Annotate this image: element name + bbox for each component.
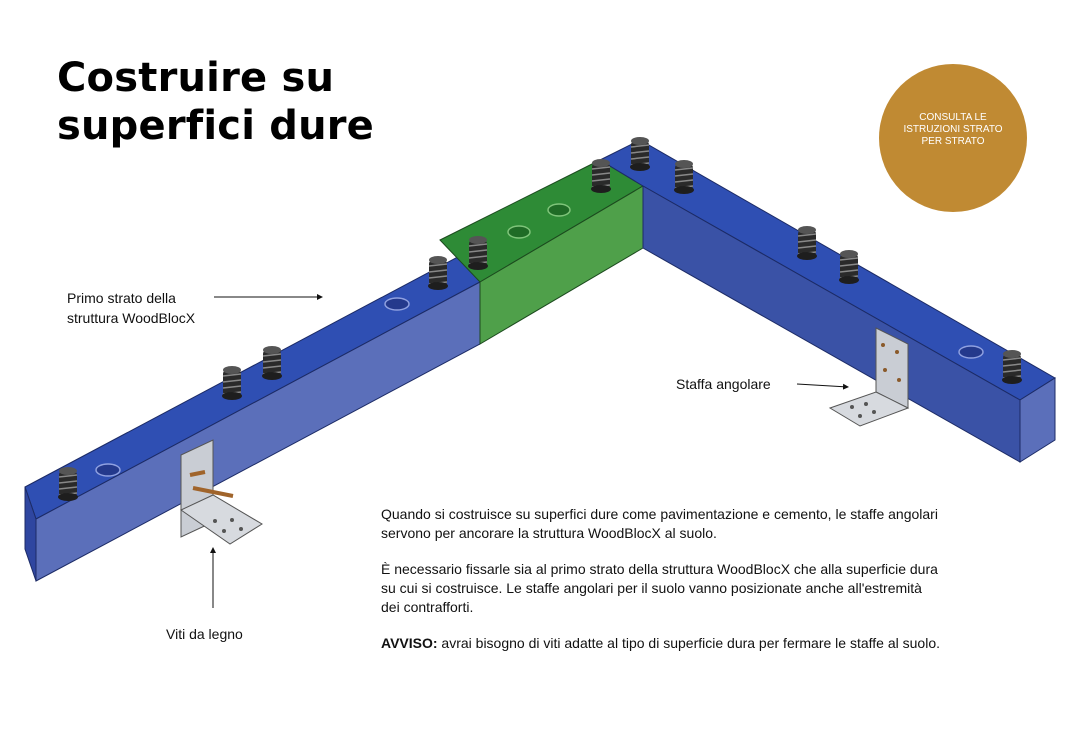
description: Quando si costruisce su superfici dure c… bbox=[381, 505, 941, 670]
label-viti-da-legno: Viti da legno bbox=[166, 626, 243, 642]
label-staffa-angolare: Staffa angolare bbox=[676, 376, 771, 392]
notice-text: avrai bisogno di viti adatte al tipo di … bbox=[437, 635, 940, 651]
badge-text: CONSULTA LE ISTRUZIONI STRATO PER STRATO bbox=[903, 112, 1003, 147]
paragraph-1: Quando si costruisce su superfici dure c… bbox=[381, 506, 938, 541]
label-primo-line-1: Primo strato della bbox=[67, 290, 176, 306]
callout-staffa-line bbox=[796, 383, 849, 390]
corner-bracket-left bbox=[180, 439, 263, 545]
instructions-badge: CONSULTA LE ISTRUZIONI STRATO PER STRATO bbox=[879, 64, 1027, 212]
left-block bbox=[24, 250, 481, 582]
paragraph-2: È necessario fissarle sia al primo strat… bbox=[381, 561, 938, 615]
page-title: Costruire su superfici dure bbox=[57, 54, 374, 150]
notice-label: AVVISO: bbox=[381, 635, 438, 651]
right-block bbox=[598, 139, 1056, 463]
title-line-1: Costruire su bbox=[57, 55, 335, 101]
label-primo-line-2: struttura WoodBlocX bbox=[67, 310, 196, 326]
label-primo-strato: Primo strato della struttura WoodBlocX bbox=[67, 288, 237, 328]
title-line-2: superfici dure bbox=[57, 103, 374, 149]
notice-paragraph: AVVISO: avrai bisogno di viti adatte al … bbox=[381, 634, 941, 653]
corner-bracket-right bbox=[828, 327, 910, 427]
